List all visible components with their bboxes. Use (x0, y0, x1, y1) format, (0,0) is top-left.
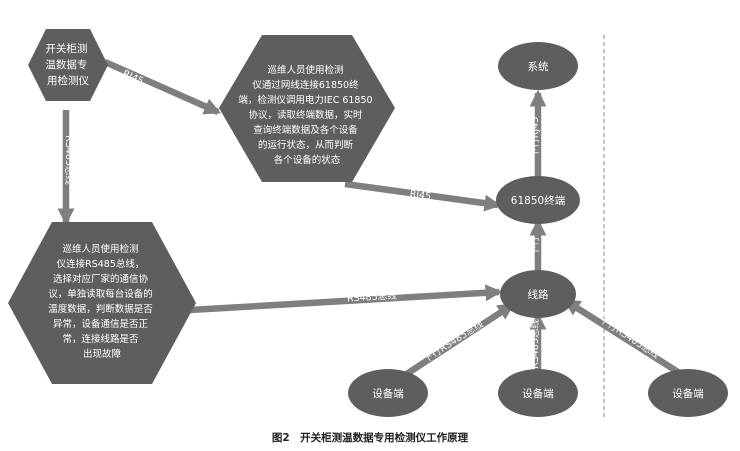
label-mid-device-to-line: RS485总线 (529, 319, 541, 369)
instrument-line: 开关柜测 (45, 42, 87, 55)
label-rs485-to-line: RS485总线 (347, 290, 398, 305)
rj45-inspect-line: 巡维人员使用检测 (267, 64, 343, 76)
label-terminal-to-system: 下行RJ45 (529, 117, 541, 158)
rj45-inspect-line: 端，检测仪调用电力IEC 61850 (238, 94, 372, 106)
rs485-inspect-hexagon (8, 222, 196, 384)
rs485-inspect-line: 巡维人员使用检测 (62, 243, 138, 255)
instrument-hexagon (28, 29, 108, 101)
rs485-inspect-line: 议，单独读取每台设备的 (48, 288, 153, 300)
svg-text:巡维人员使用检测 仪连接RS485总线，: 巡维人员使用检测 仪连接RS485总线， 选择对应厂家的通信协 议，单独读取每台… (48, 243, 156, 360)
node-terminal: 61850终端 (496, 176, 580, 224)
line-label: 线路 (528, 288, 549, 301)
rj45-inspect-line: 查询终端数据及各个设备 (253, 124, 358, 136)
node-device-right: 设备端 (648, 369, 728, 417)
terminal-ellipse (496, 176, 580, 224)
rs485-inspect-line: 异常，设备通信是否正 (53, 318, 149, 330)
system-label: 系统 (528, 60, 549, 73)
figure-caption: 图2 开关柜测温数据专用检测仪工作原理 (271, 432, 469, 444)
node-rs485-inspect: 巡维人员使用检测 仪连接RS485总线， 选择对应厂家的通信协 议，单独读取每台… (8, 222, 196, 384)
device-right-ellipse (648, 369, 728, 417)
device-left-ellipse (348, 369, 428, 417)
node-device-left: 设备端 (348, 369, 428, 417)
label-instrument-to-rs485: RS485总线 (63, 135, 75, 185)
label-right-device-to-line: 下行RS485总线 (598, 314, 663, 362)
label-instrument-to-rj45: RJ45 (121, 68, 145, 87)
device-left-label: 设备端 (372, 387, 404, 400)
rj45-inspect-line: 各个设备的状态 (274, 154, 341, 166)
node-system: 系统 (498, 42, 578, 90)
node-line: 线路 (500, 270, 576, 318)
edge-left-device-to-line (400, 302, 515, 380)
instrument-line: 温数据专 (45, 58, 87, 71)
device-mid-label: 设备端 (522, 387, 554, 400)
terminal-label: 61850终端 (511, 194, 566, 207)
edges (57, 59, 680, 380)
rs485-inspect-line: 温度数据，判断数据是否 (48, 303, 153, 315)
node-device-mid: 设备端 (498, 369, 578, 417)
edge-instrument-to-rj45 (103, 59, 222, 115)
edge-rj45-to-terminal (344, 180, 502, 212)
rs485-inspect-line: 常，连接线路是否 (62, 333, 139, 345)
node-instrument: 开关柜测 温数据专 用检测仪 (28, 29, 108, 101)
rs485-inspect-line: 选择对应厂家的通信协 (53, 273, 149, 285)
label-rj45-to-terminal: RJ45 (409, 189, 432, 203)
device-mid-ellipse (498, 369, 578, 417)
rj45-inspect-line: 仪通过网线连接61850终 (252, 79, 359, 91)
rj45-inspect-hexagon (219, 35, 395, 182)
rj45-inspect-line: 协议，读取终端数据，实时 (248, 109, 363, 121)
rj45-inspect-line: 的运行状态，从而判断 (258, 139, 354, 151)
svg-text:开关柜测 温数据专 用检测仪: 开关柜测 温数据专 用检测仪 (45, 42, 90, 87)
label-left-device-to-line: 下行RS485总线 (421, 317, 486, 365)
line-ellipse (500, 270, 576, 318)
svg-text:巡维人员使用检测 仪通过网线连接61850终: 巡维人员使用检测 仪通过网线连接61850终 端，检测仪调用电力IEC 6185… (238, 64, 375, 166)
rs485-inspect-line: 仪连接RS485总线， (57, 258, 145, 270)
system-ellipse (498, 42, 578, 90)
rs485-inspect-line: 出现故障 (83, 348, 122, 360)
edge-rs485-to-line (189, 284, 503, 314)
instrument-line: 用检测仪 (47, 74, 89, 87)
device-right-label: 设备端 (672, 387, 704, 400)
node-rj45-inspect: 巡维人员使用检测 仪通过网线连接61850终 端，检测仪调用电力IEC 6185… (219, 35, 395, 182)
edge-right-device-to-line (563, 298, 680, 375)
label-line-to-terminal: 下行 (529, 236, 541, 256)
